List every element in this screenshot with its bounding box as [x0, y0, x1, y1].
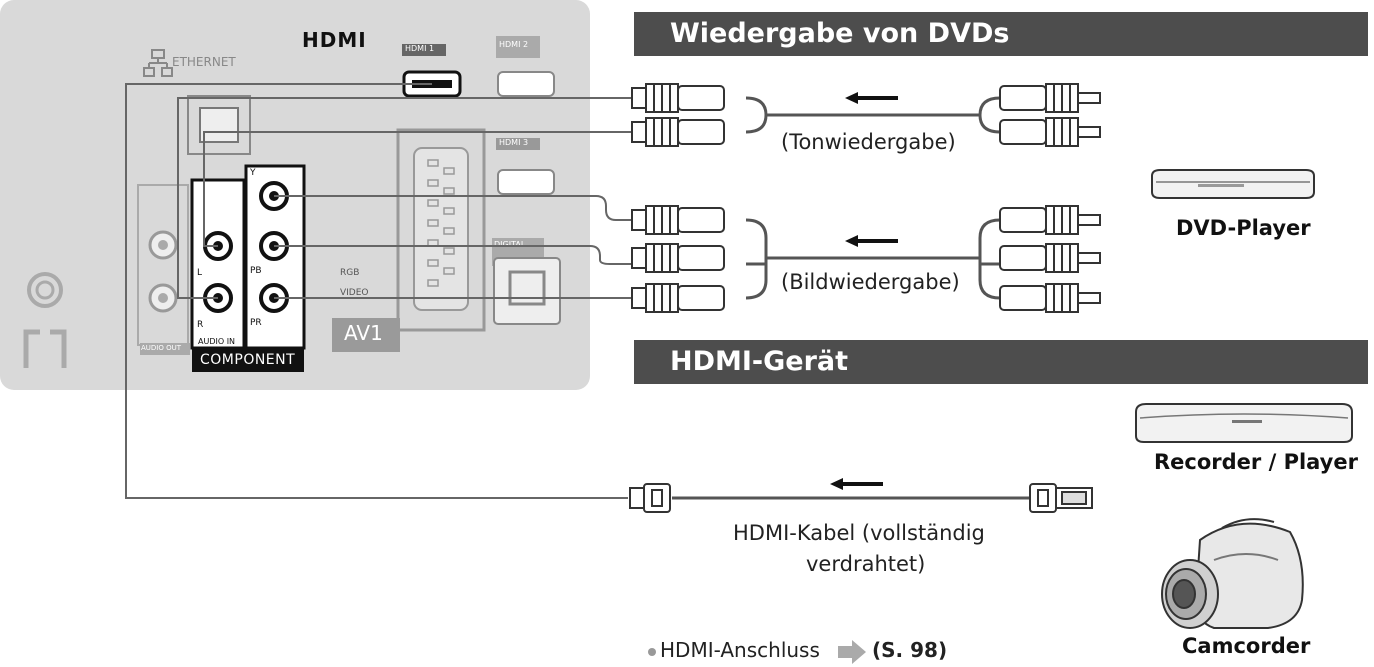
footnote-page-ref[interactable]: (S. 98) [872, 638, 948, 662]
jack-r-label: R [197, 320, 204, 330]
audio-out-label: AUDIO OUT [141, 344, 182, 352]
ethernet-label: ETHERNET [172, 55, 236, 69]
hdmi2-label: HDMI 2 [499, 40, 529, 49]
hdmi-logo: HDMI [302, 28, 367, 52]
component-label: COMPONENT [200, 352, 296, 368]
hdmi3-label: HDMI 3 [499, 138, 529, 147]
ethernet-icon [143, 49, 173, 77]
digital-label: DIGITAL [494, 240, 526, 249]
audio-caption: (Tonwiedergabe) [781, 130, 956, 154]
jack-pr-label: PR [250, 318, 262, 328]
camcorder-icon [1161, 518, 1304, 629]
jack-y-label: Y [250, 168, 256, 178]
recorder-label: Recorder / Player [1154, 450, 1358, 474]
video-label: VIDEO [340, 288, 369, 298]
video-caption: (Bildwiedergabe) [781, 270, 960, 294]
camcorder-label: Camcorder [1182, 634, 1311, 658]
rgb-label: RGB [340, 268, 360, 278]
audio-in-label: AUDIO IN [198, 337, 236, 346]
dvd-player-label: DVD-Player [1176, 216, 1311, 240]
av1-label: AV1 [344, 321, 383, 345]
recorder-icon [1135, 403, 1353, 443]
hdmi-cable-caption-line2: verdrahtet) [806, 552, 926, 576]
section-hdmi-title: HDMI-Gerät [634, 340, 1368, 384]
hdmi-cable-caption-line1: HDMI-Kabel (vollständig [733, 521, 985, 545]
dvd-player-icon [1151, 169, 1315, 199]
jack-l-label: L [197, 268, 203, 278]
hdmi1-label: HDMI 1 [405, 44, 435, 53]
footnote-text: HDMI-Anschluss [660, 638, 820, 662]
section-dvd-title: Wiedergabe von DVDs [634, 12, 1368, 56]
jack-pb-label: PB [250, 266, 262, 276]
